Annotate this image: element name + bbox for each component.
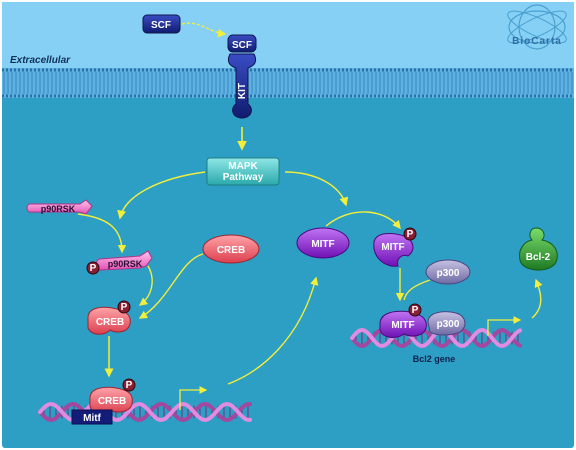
svg-text:SCF: SCF: [232, 40, 252, 51]
mitf-complex: MITF: [379, 310, 427, 338]
phospho-badge-creb: P: [117, 300, 131, 314]
phospho-badge-mitf-complex: P: [408, 303, 422, 317]
svg-text:KIT: KIT: [237, 83, 248, 99]
mitf-transcription-start: [179, 386, 208, 410]
mitf-expression-arrow: [227, 276, 319, 385]
scf-ligand: SCF: [142, 14, 181, 34]
scf-binding-arrow: [181, 22, 227, 38]
svg-text:CREB: CREB: [98, 396, 126, 407]
mapk-to-mitf-arrow: [284, 171, 349, 207]
svg-text:MITF: MITF: [311, 239, 334, 250]
svg-text:MITF: MITF: [381, 242, 404, 253]
svg-text:CREB: CREB: [96, 317, 124, 328]
svg-text:P: P: [126, 380, 133, 391]
kit-receptor: SCF KIT: [227, 34, 257, 119]
svg-text:BioCarta: BioCarta: [512, 36, 562, 47]
extracellular-region: [2, 2, 574, 68]
p90rsk-activation-arrow: [77, 213, 127, 254]
mapk-pathway-box: MAPK Pathway: [206, 157, 280, 186]
creb-inactive: CREB: [202, 234, 260, 264]
svg-text:P: P: [90, 263, 97, 274]
p300-complex: p300: [427, 311, 466, 336]
svg-text:p300: p300: [437, 319, 460, 330]
svg-text:P: P: [121, 302, 128, 313]
svg-text:MAPK: MAPK: [228, 161, 258, 172]
svg-text:p90RSK: p90RSK: [41, 204, 76, 214]
svg-text:SCF: SCF: [151, 20, 171, 31]
p90rsk-to-creb-arrow: [138, 265, 153, 306]
svg-text:Bcl-2: Bcl-2: [526, 252, 551, 263]
creb-phosphorylation-arrow: [138, 253, 204, 319]
svg-text:MITF: MITF: [391, 320, 414, 331]
svg-text:p90RSK: p90RSK: [108, 259, 143, 269]
bcl2-expression-arrow: [531, 278, 543, 319]
creb-active: CREB: [87, 306, 131, 335]
phospho-badge-p90rsk: P: [86, 261, 100, 275]
bcl2-gene-label: Bcl2 gene: [413, 354, 456, 364]
p300-to-complex-arrow: [403, 279, 431, 301]
svg-text:CREB: CREB: [217, 245, 245, 256]
bcl2-protein: Bcl-2: [519, 227, 558, 271]
mitf-active: MITF: [373, 233, 414, 267]
extracellular-label: Extracellular: [10, 55, 71, 66]
cell-membrane: [2, 68, 574, 98]
mitf-protein: MITF: [296, 227, 350, 259]
svg-text:P: P: [412, 305, 419, 316]
mitf-gene-box: Mitf: [71, 409, 113, 425]
svg-text:Pathway: Pathway: [223, 172, 264, 183]
p300-free: p300: [425, 259, 471, 285]
mitf-phosphorylation-arrow: [325, 211, 401, 230]
svg-text:p300: p300: [437, 268, 460, 279]
p90rsk-inactive: p90RSK: [26, 199, 93, 215]
phospho-badge-mitf: P: [403, 227, 417, 241]
bcl2-transcription-start: [487, 316, 522, 336]
phospho-badge-creb-dna: P: [122, 378, 136, 392]
svg-text:P: P: [407, 229, 414, 240]
svg-text:Mitf: Mitf: [83, 413, 101, 424]
mapk-to-p90rsk-arrow: [117, 171, 206, 220]
biocarta-logo: BioCarta: [507, 4, 567, 50]
